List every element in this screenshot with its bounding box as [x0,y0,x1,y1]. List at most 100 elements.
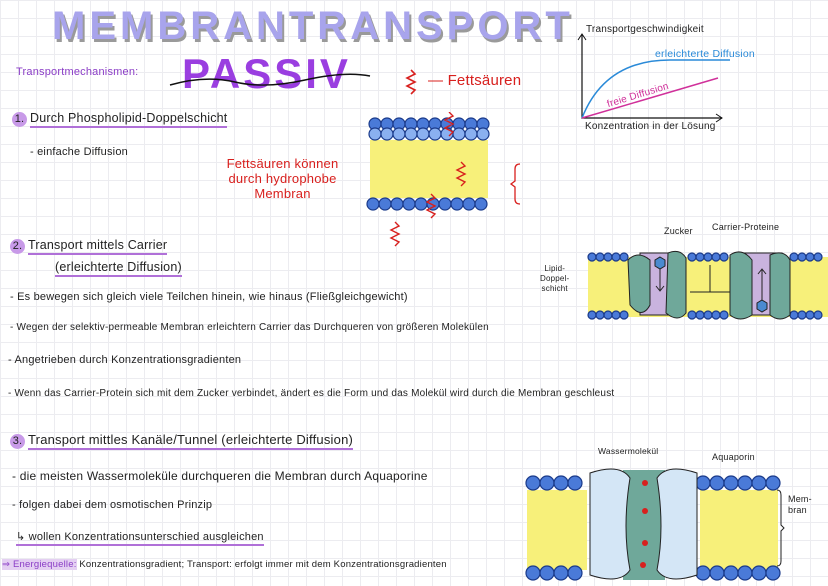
lipid-head [539,565,555,581]
label-aquaporin: Aquaporin [712,452,755,462]
lipid-head [603,310,613,320]
label-wassermolekuel: Wassermolekül [598,446,659,456]
lipid-head [709,475,725,491]
label-membran: Mem-bran [788,494,812,515]
phospholipid-bilayer-diagram [366,112,521,247]
lipid-head [404,127,418,141]
lipid-head [805,310,815,320]
label-zucker: Zucker [664,226,693,236]
label-carrier-proteine: Carrier-Proteine [712,222,780,232]
lipid-head [390,197,404,211]
passiv-heading: PASSIV [182,50,351,97]
lipid-head [438,197,452,211]
lipid-head [587,310,597,320]
section2-bullet: - Angetrieben durch Konzentrationsgradie… [8,354,242,366]
lipid-head [813,310,823,320]
lipid-head [619,310,629,320]
legend-erleichterte: erleichterte Diffusion [655,48,755,60]
lipid-head [567,565,583,581]
lipid-head [789,252,799,262]
lipid-head [737,565,753,581]
lipid-head [567,475,583,491]
section2-bullet: - Wenn das Carrier-Protein sich mit dem … [8,388,615,399]
section-number: 3. [10,434,25,449]
lipid-head [525,475,541,491]
graph-y-label: Transportgeschwindigkeit [586,24,704,35]
lipid-head [611,252,621,262]
lipid-head [476,127,490,141]
lipid-head [378,197,392,211]
energy-label: ⇒ Energiequelle: [2,559,77,570]
lipid-head [719,252,729,262]
lipid-head [695,475,711,491]
lipid-head [737,475,753,491]
fatty-acid-legend: — Fettsäuren [428,72,522,89]
series-line-frei [581,77,719,119]
lipid-head [462,197,476,211]
lipid-head [751,565,767,581]
lipid-head [595,252,605,262]
lipid-head [703,252,713,262]
energy-text: Konzentrationsgradient; Transport: erfol… [79,559,447,570]
lipid-head [687,252,697,262]
section2-bullet: - Wegen der selektiv-permeable Membran e… [10,322,489,333]
lipid-head [380,127,394,141]
section-number: 1. [12,112,27,127]
lipid-head [695,310,705,320]
carrier-protein-diagram [587,250,828,320]
lipid-head [751,475,767,491]
series-line-erleichterte [581,59,730,119]
lipid-head [723,565,739,581]
lipid-head [687,310,697,320]
lipid-head [709,565,725,581]
diffusion-graph [577,33,730,123]
lipid-head [428,127,442,141]
lipid-head [450,197,464,211]
lipid-head [719,310,729,320]
lipid-head [464,127,478,141]
lipid-head [392,127,406,141]
section1-bullet: - einfache Diffusion [30,146,128,158]
section-number: 2. [10,239,25,254]
lipid-head [426,197,440,211]
section2-bullet: - Es bewegen sich gleich viele Teilchen … [10,291,408,303]
lipid-head [765,565,781,581]
lipid-head [414,197,428,211]
section3-bullet: - folgen dabei dem osmotischen Prinzip [12,499,213,511]
scribble-line [169,73,371,86]
lipid-head [525,565,541,581]
lipid-head [765,475,781,491]
lipid-head [368,127,382,141]
lipid-head [553,565,569,581]
lipid-head [366,197,380,211]
lipid-head [805,252,815,262]
lipid-head [611,310,621,320]
section2-subtitle: (erleichterte Diffusion) [55,260,182,277]
lipid-head [553,475,569,491]
section3-title: Transport mittles Kanäle/Tunnel (erleich… [28,432,354,450]
lipid-head [402,197,416,211]
page-title: MEMBRANTRANSPORT [52,4,574,48]
lipid-head [539,475,555,491]
lipid-head [797,252,807,262]
section1-title: Durch Phospholipid-Doppelschicht [30,111,228,128]
lipid-head [587,252,597,262]
lipid-head [595,310,605,320]
section2-title: Transport mittels Carrier [28,238,168,255]
lipid-head [416,127,430,141]
graph-x-label: Konzentration in der Lösung [585,121,716,132]
section3-bullet: ↳ wollen Konzentrationsunterschied ausgl… [16,531,264,546]
lipid-head [711,310,721,320]
label-lipid-doppelschicht: Lipid-Doppel-schicht [540,264,570,293]
lipid-head [695,252,705,262]
lipid-head [797,310,807,320]
section3-bullet: - die meisten Wassermoleküle durchqueren… [12,469,428,483]
lipid-head [603,252,613,262]
fatty-acid-icon [405,69,417,95]
lipid-head [813,252,823,262]
lipid-head [695,565,711,581]
mechanisms-label: Transportmechanismen: [16,66,139,78]
lipid-head [474,197,488,211]
